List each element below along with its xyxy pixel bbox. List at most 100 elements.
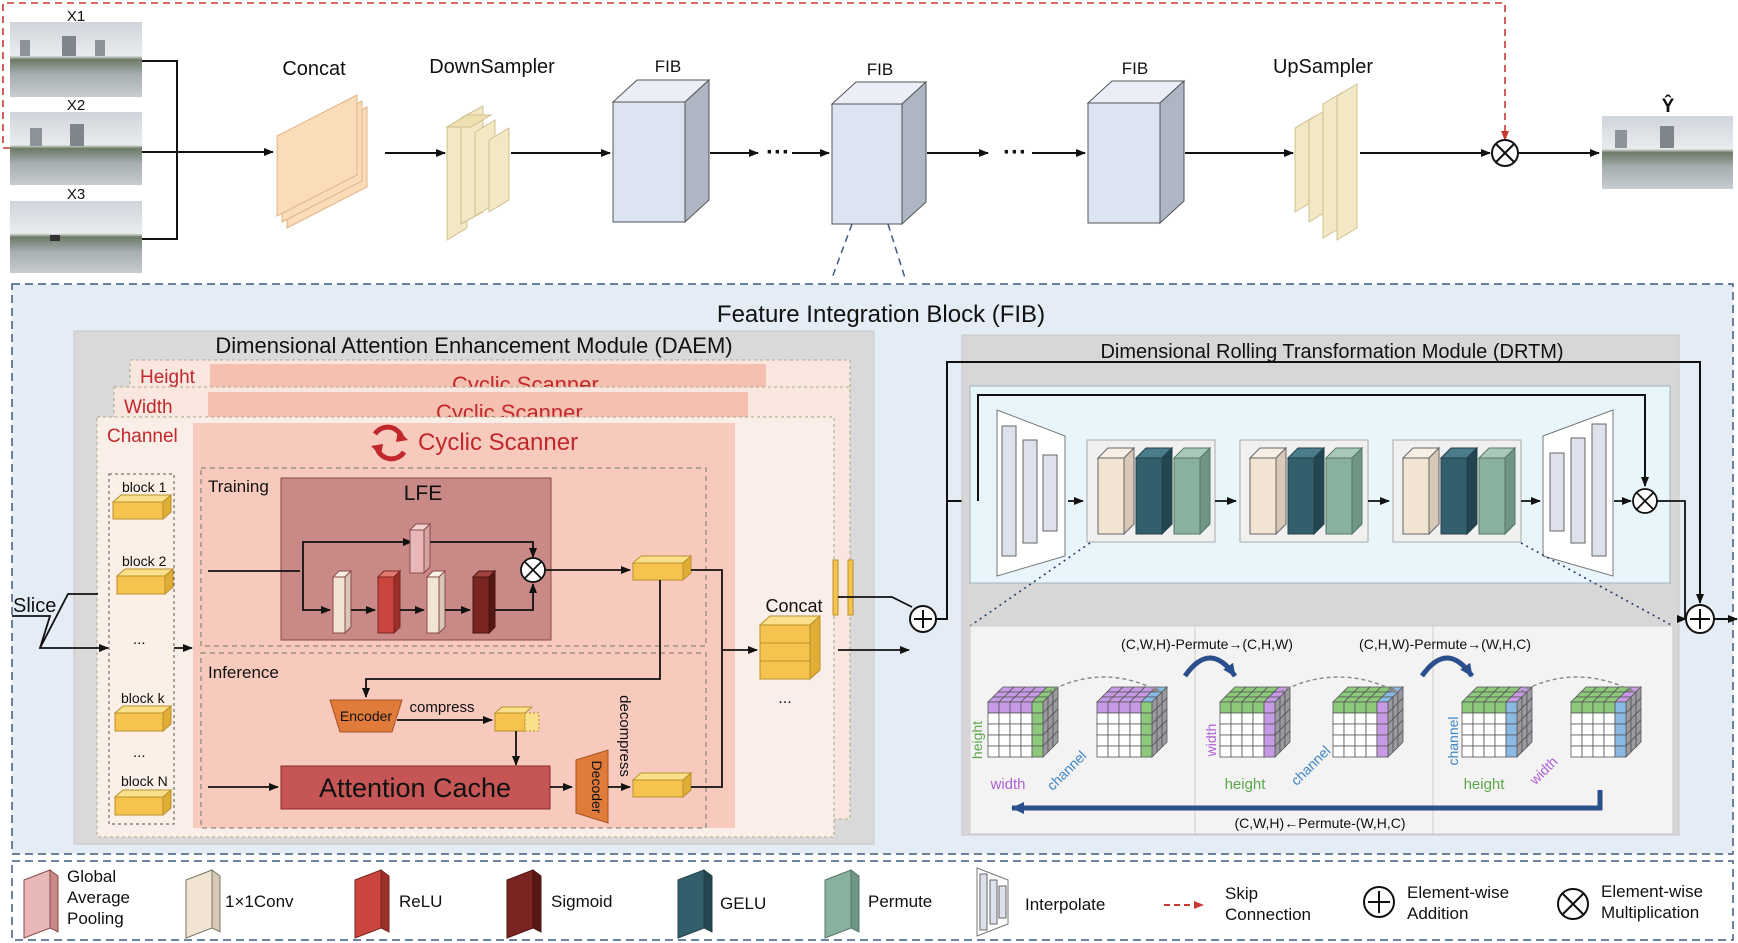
training-to-encoder — [362, 580, 661, 698]
lfe-conv-branch — [302, 571, 331, 614]
lfe-label: LFE — [404, 482, 443, 505]
permute-icon — [824, 869, 860, 939]
permute-arrow-2 — [1419, 655, 1475, 678]
drtm-multiply-node — [1632, 488, 1658, 514]
lfe-multiply-node — [520, 557, 546, 583]
upsampler-label: UpSampler — [1273, 56, 1373, 78]
axis-width-2: width — [1203, 724, 1219, 758]
conv-icon — [185, 869, 221, 939]
block-label-1: block 1 — [122, 479, 167, 495]
channel-layer-label: Channel — [107, 426, 178, 447]
drtm-zoom-right — [1520, 542, 1674, 627]
inference-label: Inference — [208, 663, 279, 682]
fib-cube-2 — [830, 80, 928, 226]
attention-cache-label: Attention Cache — [319, 773, 511, 803]
height-layer-label: Height — [140, 367, 196, 388]
ellipsis-2: ··· — [1003, 139, 1027, 166]
output-multiply-node — [1491, 139, 1519, 167]
output-image — [1602, 116, 1733, 189]
drtm-title: Dimensional Rolling Transformation Modul… — [1100, 341, 1563, 363]
block-cube-k — [113, 704, 173, 733]
inference-box: Inference Encoder compress Attention Cac… — [200, 580, 707, 829]
decoder-block — [575, 749, 609, 824]
concat-label: Concat — [282, 58, 346, 80]
input-image-x2 — [10, 112, 142, 185]
inference-output-block — [631, 771, 693, 799]
downsampler-sheets — [445, 105, 510, 241]
drtm-mul-out — [1657, 500, 1686, 619]
ellipsis-1: ··· — [766, 139, 790, 166]
permute-grids — [987, 676, 1642, 758]
input-label-x3: X3 — [67, 186, 85, 203]
downsampler-label: DownSampler — [429, 56, 555, 78]
block-label-ellipsis-2: ... — [133, 744, 146, 761]
axis-height-3: height — [1464, 776, 1506, 793]
axis-height-2: height — [1225, 776, 1267, 793]
fib-panel-title: Feature Integration Block (FIB) — [717, 301, 1045, 328]
daem-concat-label: Concat — [765, 596, 822, 616]
channel-cyclic-scanner: Cyclic Scanner — [418, 429, 578, 456]
drtm-zoom-left — [969, 542, 1091, 627]
relu-icon — [354, 869, 390, 939]
fib-label-1: FIB — [655, 57, 681, 76]
sigmoid-icon — [506, 869, 542, 939]
fib-cube-1 — [611, 78, 711, 224]
drtm-residual-line — [946, 361, 1704, 604]
slice-line-b — [39, 593, 98, 649]
add-icon — [1363, 886, 1395, 918]
zoom-line-left — [831, 223, 853, 279]
daem-concat-ellipsis: ... — [778, 690, 791, 707]
daem-module: Dimensional Attention Enhancement Module… — [12, 330, 913, 845]
width-layer-label: Width — [124, 397, 173, 418]
lfe-conv-block-1 — [331, 569, 353, 635]
block-cube-n — [113, 788, 173, 817]
attention-cache-block — [280, 765, 551, 810]
daem-concat-stack — [758, 559, 854, 681]
permute-arrow-1 — [1182, 655, 1238, 678]
training-label: Training — [208, 477, 269, 496]
fib-add-node — [1685, 604, 1715, 634]
drtm-group-1 — [1086, 439, 1216, 543]
cyclic-scanner-icon — [371, 424, 408, 462]
lfe-gap-to-mul — [430, 541, 537, 558]
block-label-n: block N — [121, 773, 168, 789]
compress-label: compress — [409, 699, 474, 716]
encoder-block — [329, 699, 403, 733]
block-cube-2 — [115, 567, 175, 596]
drtm-group-3 — [1392, 439, 1522, 543]
training-box: Training LFE — [200, 467, 707, 647]
input-image-x1 — [10, 22, 142, 97]
interpolate-out — [1542, 409, 1614, 577]
gelu-icon — [677, 869, 713, 939]
input-label-x2: X2 — [67, 97, 85, 114]
axis-channel-3: channel — [1445, 716, 1461, 765]
decoder-label: Decoder — [589, 761, 605, 814]
output-label: Ŷ — [1662, 95, 1675, 117]
top-pipeline: X1 X2 X3 Concat DownSampler F — [2, 2, 1733, 279]
axis-width-1: width — [989, 776, 1025, 793]
fib-label-3: FIB — [1122, 59, 1148, 78]
block-label-k: block k — [121, 690, 166, 706]
concat-sheets — [276, 94, 368, 229]
gap-icon — [23, 869, 59, 939]
drtm-group-2 — [1239, 439, 1369, 543]
interpolate-icon — [976, 867, 1009, 937]
drtm-inner-skip — [977, 394, 1649, 501]
skip-connection — [2, 2, 1509, 149]
training-output-block — [631, 554, 693, 582]
legend-label-gelu: GELU — [720, 894, 766, 913]
interpolate-in — [996, 409, 1066, 577]
daem-add-node — [909, 605, 937, 633]
permute-label-1: (C,W,H)-Permute→(C,H,W) — [1121, 636, 1293, 652]
permute-label-back: (C,W,H)←Permute-(W,H,C) — [1234, 815, 1405, 831]
fib-cube-3 — [1086, 79, 1186, 225]
block-cube-1 — [111, 493, 173, 521]
permute-back-arrow — [1011, 790, 1603, 814]
lfe-gap-block — [408, 522, 432, 575]
daem-title: Dimensional Attention Enhancement Module… — [215, 333, 732, 358]
